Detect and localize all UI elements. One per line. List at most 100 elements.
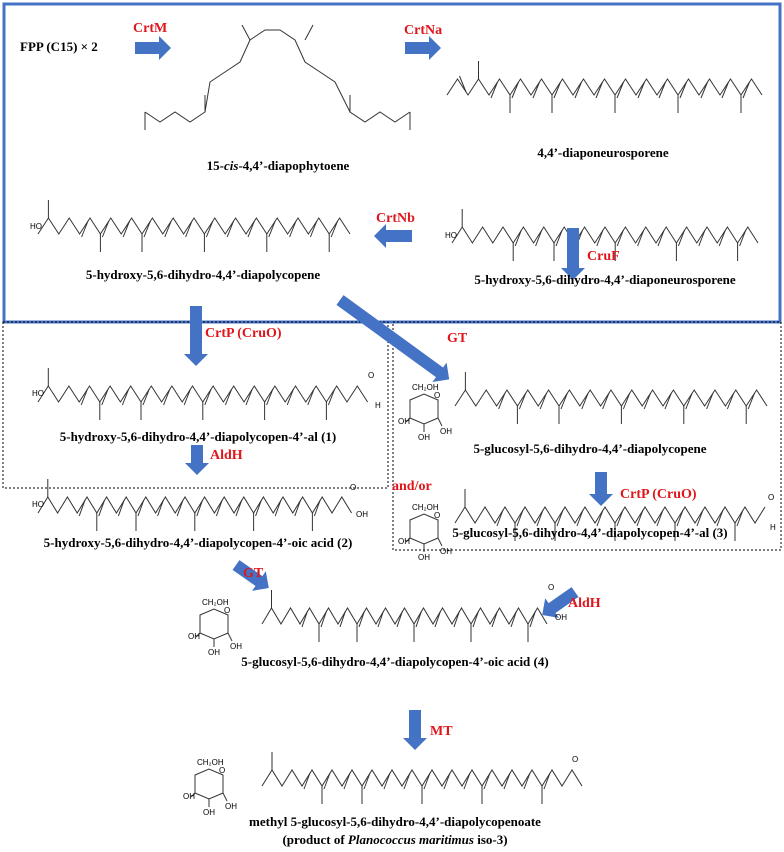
bond <box>463 772 471 790</box>
bond <box>343 772 351 790</box>
bond <box>535 229 543 247</box>
ester-oxygen-label: O <box>572 755 578 764</box>
enzyme-crtm: CrtM <box>133 21 167 36</box>
bond <box>576 509 584 527</box>
bond <box>327 388 336 406</box>
enzyme-aldh-left: AldH <box>210 448 243 463</box>
bond <box>556 509 564 527</box>
molecule-structures <box>37 24 768 807</box>
bond <box>222 792 228 802</box>
carbon-chain <box>446 78 763 96</box>
enzyme-crtna: CrtNa <box>404 23 442 38</box>
hydroxyl-label: OH <box>203 808 215 817</box>
hydroxyl-label: OH <box>225 802 237 811</box>
bond <box>739 229 747 247</box>
diapophytoene-label: 15-cis-4,4’-diapophytoene <box>207 158 350 173</box>
bond <box>511 81 519 99</box>
arrow-aldh-right <box>542 587 579 618</box>
right-branch-box <box>392 321 782 551</box>
bond <box>176 499 184 517</box>
hydroxyl-label: HO <box>30 222 42 231</box>
bond <box>574 81 582 99</box>
bond <box>677 229 686 247</box>
enzyme-gt-top: GT <box>447 331 468 346</box>
arrow-crtna <box>405 36 441 60</box>
bond <box>226 220 235 238</box>
bond <box>596 229 604 247</box>
bond <box>676 509 684 527</box>
bond <box>685 392 693 410</box>
hydroxyl-label: OH <box>418 553 430 562</box>
acid-oxygen-label: O <box>350 483 356 492</box>
bond <box>137 499 145 517</box>
hydroxyl-label: OH <box>440 427 452 436</box>
bond <box>142 388 150 406</box>
atom-labels: HOHOHOOHHOOOHCH₂OHOOHOHOHCH₂OHOOHOHOHOHC… <box>30 222 776 817</box>
bond <box>698 229 706 247</box>
acid-oxygen-label: O <box>548 583 554 592</box>
enzyme-cruf: CruF <box>587 249 620 264</box>
hydroxyl-label: OH <box>183 792 195 801</box>
bond <box>403 772 411 790</box>
hydroxyl-label: HO <box>32 389 44 398</box>
bond <box>289 220 297 238</box>
bond <box>195 632 201 638</box>
arrow-aldh-left <box>185 445 209 475</box>
aldehyde-oxygen-label: O <box>768 493 774 502</box>
bond <box>560 392 568 410</box>
bond <box>437 417 443 427</box>
bond <box>716 509 724 527</box>
bond <box>696 509 704 527</box>
bond <box>532 81 540 99</box>
bond <box>616 509 624 527</box>
arrow-cruf <box>561 228 585 280</box>
ch2oh-label: CH₂OH <box>197 758 224 767</box>
ring-oxygen-label: O <box>434 511 440 520</box>
bond <box>241 24 251 41</box>
bond <box>658 81 666 99</box>
bond <box>247 220 255 238</box>
hydroxyl-label: OH <box>398 537 410 546</box>
hydroxyl-label: OH <box>208 648 220 657</box>
bond <box>157 499 164 517</box>
bond <box>510 610 517 628</box>
hydroxyl-label: OH <box>188 632 200 641</box>
aldehyde-h-label: H <box>770 523 776 532</box>
hydroxyl-label: HO <box>32 500 44 509</box>
bond <box>309 220 318 238</box>
bond <box>503 772 511 790</box>
bond <box>183 388 191 406</box>
enzyme-aldh-right: AldH <box>568 596 601 611</box>
and-or-label: and/or <box>392 479 432 494</box>
carbon-chain <box>261 769 583 787</box>
bond <box>523 772 531 790</box>
bond <box>496 509 504 527</box>
bond <box>459 75 467 93</box>
bond <box>117 499 125 517</box>
hydroxyl-label: OH <box>230 642 242 651</box>
bond <box>664 392 672 410</box>
fpp-label: FPP (C15) × 2 <box>20 39 98 54</box>
arrow-crtm <box>135 36 171 60</box>
bond <box>529 610 536 628</box>
arrow-crtp-right <box>589 472 613 506</box>
bond <box>498 392 506 410</box>
bond <box>78 499 86 517</box>
compound-4-label: 5-glucosyl-5,6-dihydro-4,4’-diapolycopen… <box>241 654 548 669</box>
bond <box>358 610 365 628</box>
bond <box>721 81 729 99</box>
bond <box>205 220 214 238</box>
bond <box>405 537 411 543</box>
enzyme-mt: MT <box>430 724 453 739</box>
ring-oxygen-label: O <box>219 766 225 775</box>
enzyme-crtnb: CrtNb <box>376 211 415 226</box>
bond <box>726 392 735 410</box>
bond <box>274 499 282 517</box>
bond <box>718 229 726 247</box>
bond <box>227 632 233 642</box>
bond <box>286 388 294 406</box>
upstream-box <box>2 2 782 324</box>
glucosyl-polycopene-label: 5-glucosyl-5,6-dihydro-4,4’-diapolycopen… <box>473 441 706 456</box>
bond <box>472 610 479 628</box>
